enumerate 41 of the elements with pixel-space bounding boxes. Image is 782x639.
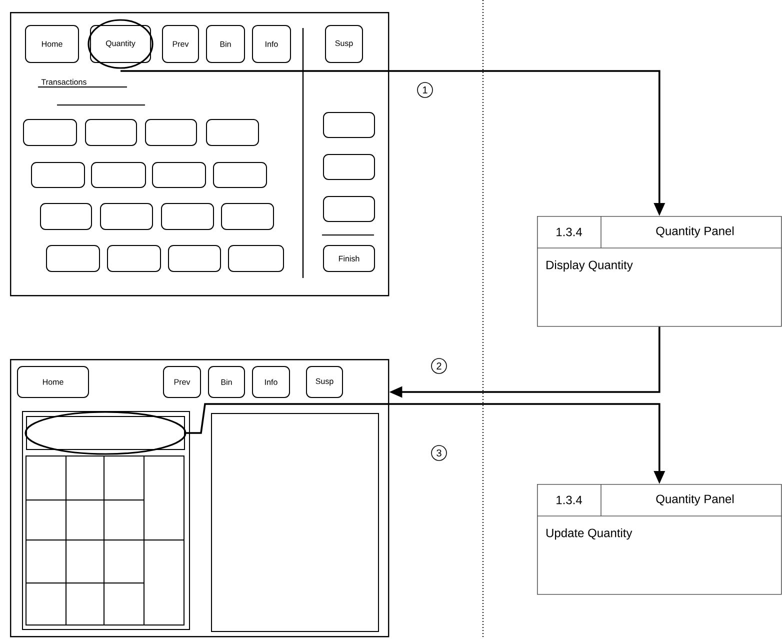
blank-button [85,119,137,146]
button: Info [252,25,291,63]
button: Home [17,366,89,398]
blank-button [168,245,221,272]
button: Quantity [90,25,151,63]
blank-button [23,119,77,146]
step-number: 2 [431,358,447,374]
list-panel [211,413,379,632]
blank-button [91,162,146,188]
blank-button [31,162,85,188]
blank-button [323,196,375,222]
blank-button [152,162,206,188]
step-number: 1 [417,82,433,98]
button: Bin [206,25,245,63]
blank-button [228,245,284,272]
screen-frame [10,12,390,296]
button: Bin [208,366,245,398]
blank-button [213,162,267,188]
blank-button [40,203,92,230]
blank-button [145,119,197,146]
button: Info [252,366,290,398]
blank-button [206,119,259,146]
blank-button [323,112,375,138]
keypad-panel [22,411,190,630]
heading-text: Transactions [41,78,86,85]
blank-button [323,154,375,180]
blank-button [100,203,153,230]
process-box: 1.3.4 Quantity Panel Update Quantity [536,484,782,595]
button: Susp [306,366,343,398]
blank-button [161,203,214,230]
blank-button [46,245,100,272]
button: Prev [162,25,199,63]
step-number: 3 [431,445,447,461]
button: Prev [163,366,201,398]
screen-frame [10,359,390,638]
blank-button [221,203,274,230]
process-box: 1.3.4 Quantity Panel Display Quantity [536,216,782,327]
button: Finish [323,245,375,272]
button: Susp [325,25,363,63]
blank-button [107,245,161,272]
button: Home [25,25,79,63]
